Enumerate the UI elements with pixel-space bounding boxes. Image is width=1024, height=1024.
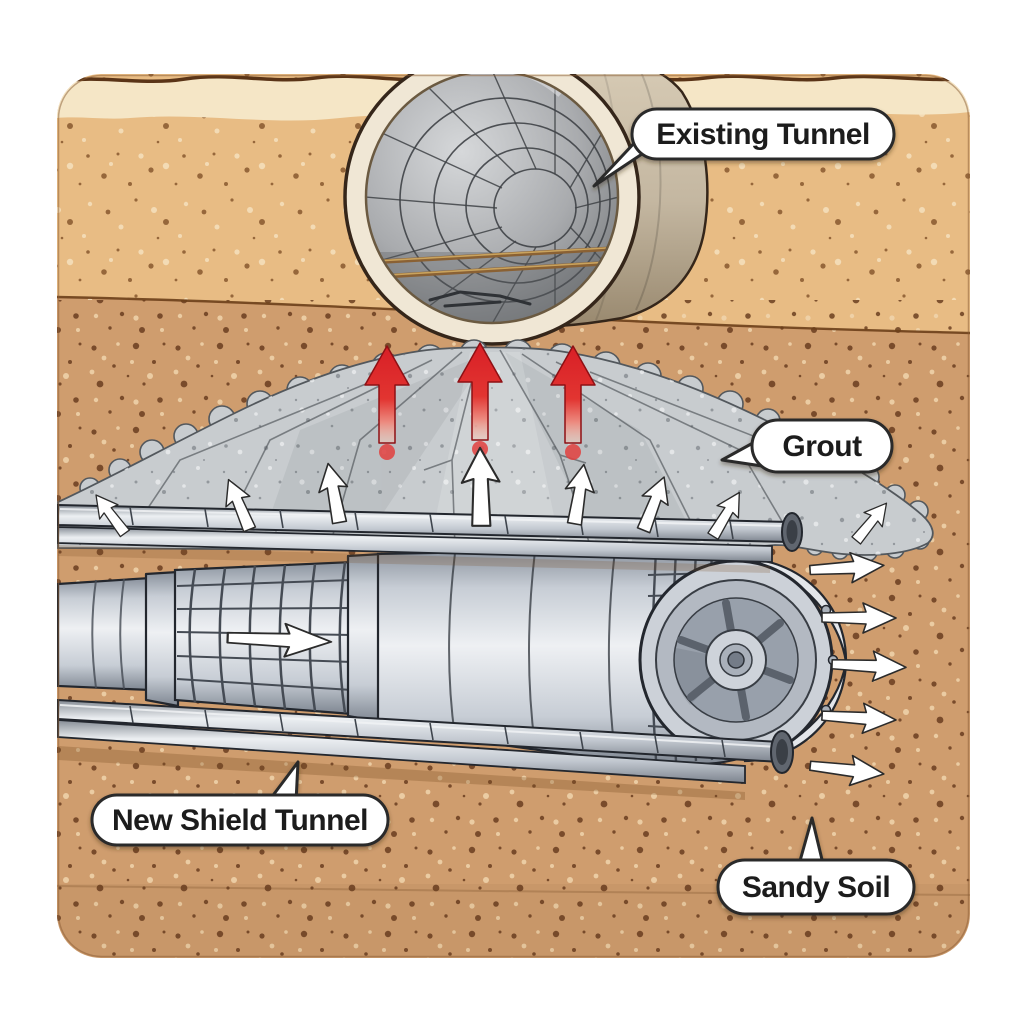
callout-bubble: [716, 858, 916, 916]
callout-bubble: [630, 107, 896, 161]
grout-wedge-highlight: [430, 352, 560, 545]
grout-pipe-lower: [57, 698, 794, 784]
body-seam: [635, 74, 662, 311]
pipe-highlight: [59, 508, 789, 527]
bore-equipment: [428, 290, 532, 308]
grout-speckle: [58, 347, 933, 555]
callout-sandy-soil: Sandy Soil: [716, 816, 916, 916]
callout-new-shield-tunnel: New Shield Tunnel: [90, 760, 390, 847]
frame-edge: [57, 74, 970, 958]
callout-bubble: [750, 418, 894, 474]
pipe-mouth-bore: [786, 520, 798, 544]
ring-inner-edge: [364, 74, 620, 325]
callout-label: Grout: [782, 430, 862, 463]
body-seams: [448, 549, 616, 754]
pipe-shadow: [58, 746, 745, 800]
pipe-mouth-bore: [776, 739, 788, 765]
existing-tunnel: [343, 74, 709, 346]
pipe-joints: [129, 705, 726, 758]
shield-tail: [57, 576, 152, 692]
callout-grout: Grout: [720, 418, 894, 474]
tail-seams: [91, 578, 125, 690]
callout-label: Existing Tunnel: [656, 118, 870, 151]
hub-bolt: [727, 651, 745, 669]
callout-label: New Shield Tunnel: [112, 804, 368, 837]
shield-machine: [57, 547, 848, 766]
callout-bubble: [90, 793, 390, 847]
shield-flange: [144, 570, 180, 708]
callout-label: Sandy Soil: [742, 871, 890, 904]
pipe-highlight: [59, 704, 779, 748]
pipe-shadow: [58, 545, 770, 573]
callout-existing-tunnel: Existing Tunnel: [592, 107, 896, 188]
grout-zone: [57, 339, 934, 562]
tunnel-rails: [369, 246, 613, 280]
cutterhead-face: [638, 557, 848, 763]
